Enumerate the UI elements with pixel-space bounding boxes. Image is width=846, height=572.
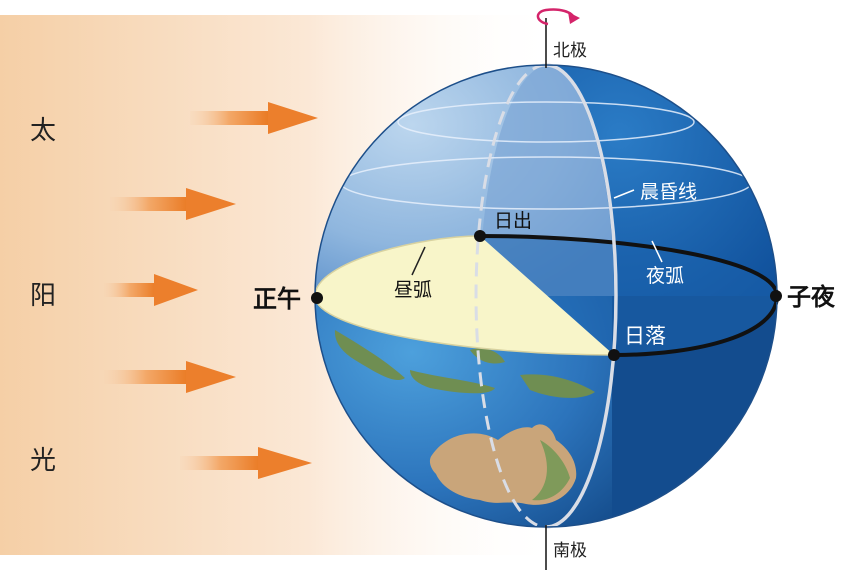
sunlight-char-1: 太: [30, 116, 56, 146]
sun-arrow-5: [180, 447, 312, 479]
sunset-dot: [608, 349, 620, 361]
sunlight-arrows: [104, 102, 318, 479]
midnight-dot: [770, 290, 782, 302]
rotation-arrow-icon: [536, 8, 580, 26]
terminator-back: [474, 63, 547, 529]
night-arc-leader: [651, 240, 663, 263]
terminator-front: [545, 63, 618, 529]
latitude-circle-high: [397, 101, 695, 143]
sunset-label: 日落: [624, 324, 666, 348]
sun-arrow-4: [104, 361, 236, 393]
day-arc-leader: [411, 246, 426, 276]
night-arc-label: 夜弧: [646, 265, 684, 287]
night-plane: [480, 236, 777, 355]
sunlight-char-3: 光: [30, 446, 56, 476]
south-pole-label: 南极: [553, 541, 587, 561]
midnight-label: 子夜: [787, 283, 836, 311]
sunrise-label: 日出: [494, 210, 532, 232]
australia-green: [532, 440, 570, 501]
noon-dot: [311, 292, 323, 304]
noon-label: 正午: [253, 285, 301, 313]
sun-arrow-3: [104, 274, 198, 306]
terminator-leader: [613, 189, 635, 199]
sunrise-dot: [474, 230, 486, 242]
sun-arrow-1: [190, 102, 318, 134]
day-arc-plane: [315, 236, 614, 355]
day-arc-label: 昼弧: [394, 279, 432, 301]
sunlight-char-2: 阳: [30, 281, 56, 311]
north-pole-label: 北极: [553, 41, 587, 61]
indonesia-land: [334, 330, 595, 398]
sun-arrow-2: [110, 188, 236, 220]
australia-land: [429, 424, 577, 505]
terminator-label: 晨昏线: [640, 181, 697, 203]
